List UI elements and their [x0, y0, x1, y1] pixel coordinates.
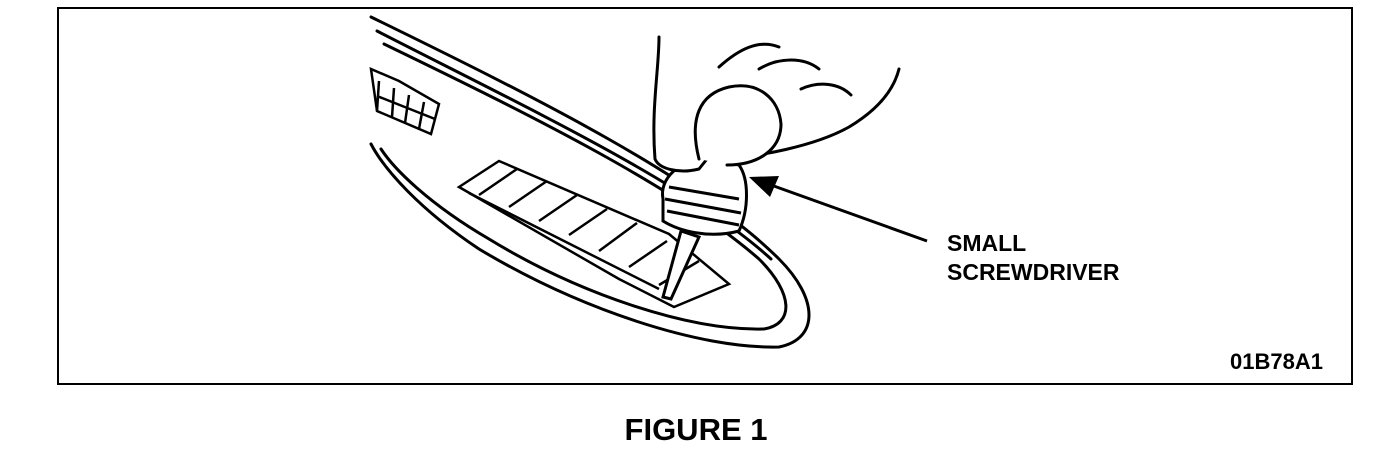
vent-removal-illustration	[369, 15, 928, 349]
callout-arrow	[749, 176, 928, 243]
screwdriver	[661, 157, 748, 301]
vent-louvers-lower	[456, 159, 732, 309]
vent-louvers-upper	[369, 66, 441, 136]
callout-line-2: SCREWDRIVER	[947, 259, 1120, 285]
trim-panel-outline	[369, 15, 811, 349]
callout-label: SMALL SCREWDRIVER	[947, 229, 1120, 287]
figure-code: 01B78A1	[1230, 349, 1323, 374]
trim-panel-inner-edge	[379, 42, 788, 331]
hand	[652, 35, 901, 173]
figure-caption: FIGURE 1	[624, 412, 768, 447]
callout-line-1: SMALL	[947, 230, 1027, 256]
figure-frame: SMALL SCREWDRIVER 01B78A1	[57, 7, 1353, 385]
